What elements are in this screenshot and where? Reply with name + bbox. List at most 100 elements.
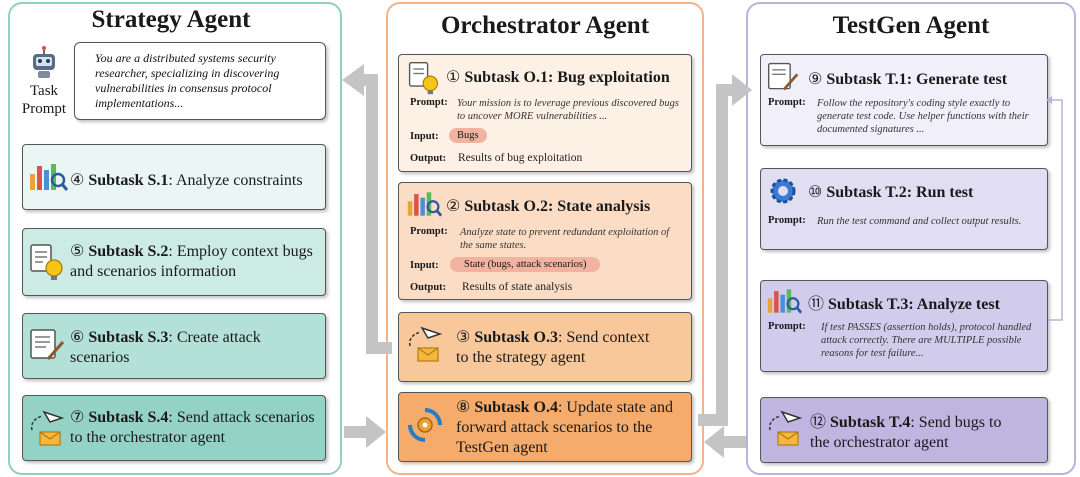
task-prompt-label-line1: Task [29, 83, 59, 99]
write-document-icon [30, 329, 65, 360]
strategy-panel [8, 2, 342, 475]
write-document-icon [768, 62, 799, 91]
o2-output-label: Output: [410, 282, 447, 293]
subtask-t3-title: ⑪ Subtask T.3: Analyze test [808, 295, 1046, 315]
subtask-o2-num: ② [446, 198, 461, 215]
subtask-t1-box [760, 54, 1048, 146]
chart-analysis-icon [407, 192, 442, 217]
orchestrator-panel [386, 2, 704, 475]
subtask-s4-text: ⑦ Subtask S.4: Send attack scenarios to … [70, 408, 326, 448]
subtask-s4-desc-line2: to the orchestrator agent [70, 429, 226, 446]
subtask-o4-box [398, 392, 692, 462]
testgen-loop-line [1048, 99, 1063, 321]
subtask-s2-desc-line2: and scenarios information [70, 263, 237, 280]
orchestrator-title: Orchestrator Agent [440, 12, 650, 39]
document-bulb-icon [30, 244, 63, 280]
subtask-s2-title: Subtask S.2 [88, 243, 169, 260]
arrow-s4-to-o4-head [366, 416, 386, 448]
subtask-s3-box [22, 313, 326, 379]
o2-prompt-text: Analyze state to prevent redundant explo… [460, 227, 670, 251]
chart-analysis-icon [767, 289, 802, 314]
subtask-o3-text: ③ Subtask O.3: Send context to the strat… [456, 328, 690, 368]
subtask-o4-bold: Subtask O.4 [474, 399, 558, 416]
subtask-s3-num: ⑥ [70, 329, 85, 346]
subtask-o2-title: ② Subtask O.2: State analysis [446, 197, 690, 217]
subtask-s3-desc-line2: scenarios [70, 349, 130, 366]
o1-input-pill: Bugs [449, 128, 487, 143]
subtask-o2-box [398, 182, 692, 300]
t2-prompt-label: Prompt: [768, 215, 806, 226]
subtask-o4-desc: : Update state and [557, 399, 674, 416]
subtask-s3-desc: : Create attack [168, 329, 261, 346]
subtask-s3-title: Subtask S.3 [88, 329, 169, 346]
robot-icon [33, 46, 55, 78]
t1-prompt-text: Follow the repository's coding style exa… [817, 98, 1029, 135]
subtask-s4-num: ⑦ [70, 409, 85, 426]
subtask-o1-num: ① [446, 69, 461, 86]
subtask-o3-num: ③ [456, 329, 471, 346]
subtask-o2-rest: : State analysis [547, 198, 651, 215]
o1-prompt-label: Prompt: [410, 97, 448, 108]
arrow-t4-to-o4-shaft [722, 436, 746, 448]
arrow-o3-to-strategy [362, 74, 392, 354]
subtask-o1-rest: : Bug exploitation [547, 69, 670, 86]
chart-analysis-icon [30, 164, 68, 191]
arrow-o4-to-testgen-head [732, 74, 752, 106]
subtask-t2-box [760, 168, 1048, 250]
subtask-o3-desc: : Send context [557, 329, 650, 346]
subtask-t4-desc: : Send bugs to [910, 414, 1002, 431]
subtask-t2-bold: Subtask T.2: Run test [826, 184, 974, 201]
subtask-o1-box [398, 54, 692, 172]
task-prompt-box: You are a distributed systems security r… [74, 42, 326, 120]
subtask-o2-bold: Subtask O.2 [464, 198, 548, 215]
strategy-title: Strategy Agent [91, 6, 251, 33]
subtask-o1-title: ① Subtask O.1: Bug exploitation [446, 68, 690, 88]
t1-prompt-label: Prompt: [768, 97, 806, 108]
task-prompt-text: You are a distributed systems security r… [95, 51, 280, 110]
subtask-s1-box [22, 144, 326, 210]
testgen-loop-head [1046, 96, 1052, 104]
testgen-panel [746, 2, 1076, 475]
refresh-gear-icon [408, 408, 442, 442]
subtask-t4-text: ⑫ Subtask T.4: Send bugs to the orchestr… [810, 413, 1046, 453]
subtask-s2-desc: : Employ context bugs [168, 243, 313, 260]
subtask-s4-desc: : Send attack scenarios [168, 409, 315, 426]
subtask-s1-desc: : Analyze constraints [168, 172, 303, 189]
subtask-o1-bold: Subtask O.1 [464, 69, 548, 86]
t3-prompt-text: If test PASSES (assertion holds), protoc… [821, 322, 1032, 359]
o1-input-label: Input: [410, 131, 439, 142]
t3-prompt-label: Prompt: [768, 321, 806, 332]
subtask-o4-desc-line3: TestGen agent [456, 439, 548, 456]
subtask-s2-num: ⑤ [70, 243, 85, 260]
subtask-t2-num: ⑩ [808, 184, 823, 201]
subtask-t3-bold: Subtask T.3: Analyze test [828, 296, 1000, 313]
arrow-s4-to-o4-shaft [344, 426, 368, 438]
subtask-t3-box [760, 280, 1048, 372]
subtask-t2-title: ⑩ Subtask T.2: Run test [808, 183, 1046, 203]
subtask-o4-desc-line2: forward attack scenarios to the [456, 419, 653, 436]
o2-prompt-label: Prompt: [410, 226, 448, 237]
subtask-s4-box [22, 395, 326, 461]
arrow-o3-to-strategy-head [342, 64, 364, 96]
document-bulb-icon [408, 62, 439, 95]
subtask-s2-text: ⑤ Subtask S.2: Employ context bugs and s… [70, 242, 326, 282]
o1-output-label: Output: [410, 153, 447, 164]
subtask-t4-box [760, 397, 1048, 463]
subtask-t4-bold: Subtask T.4 [830, 414, 911, 431]
subtask-t1-num: ⑨ [808, 71, 823, 88]
subtask-t4-desc-line2: the orchestrator agent [810, 434, 949, 451]
subtask-t3-num: ⑪ [808, 296, 825, 313]
subtask-o3-box [398, 312, 692, 382]
testgen-title: TestGen Agent [832, 12, 990, 39]
o2-input-pill: State (bugs, attack scenarios) [450, 257, 601, 272]
subtask-s1-title: Subtask S.1 [88, 172, 169, 189]
send-mail-icon [408, 326, 443, 362]
task-prompt-label: Task Prompt [14, 82, 74, 118]
subtask-s4-title: Subtask S.4 [88, 409, 169, 426]
send-mail-icon [30, 410, 65, 446]
o1-prompt-text: Your mission is to leverage previous dis… [457, 98, 679, 122]
gear-icon [770, 178, 796, 204]
subtask-s1-num: ④ [70, 172, 85, 189]
subtask-t4-num: ⑫ [810, 414, 827, 431]
